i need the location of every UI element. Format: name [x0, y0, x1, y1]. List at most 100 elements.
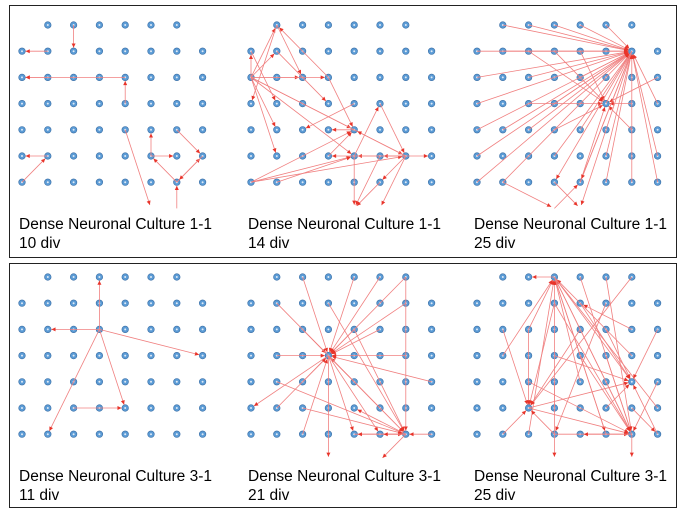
connection-edge	[605, 276, 632, 431]
connection-edge	[329, 276, 355, 353]
electrode-node-center	[150, 407, 152, 409]
electrode-node-center	[327, 24, 330, 26]
culture-label: Dense Neuronal Culture 3-1	[474, 468, 667, 485]
electrode-node-center	[150, 128, 152, 131]
network-graph	[247, 21, 436, 207]
electrode-node-center	[250, 102, 252, 105]
electrode-node-center	[201, 102, 204, 105]
connection-edge	[556, 279, 633, 356]
electrode-node-center	[327, 328, 330, 331]
electrode-node-center	[21, 328, 23, 331]
arrow-head	[49, 426, 54, 431]
network-panel-culture-1-1-14-div: Dense Neuronal Culture 1-1 14 div	[239, 6, 461, 257]
connection-edge	[633, 54, 658, 104]
connection-edge	[633, 329, 658, 379]
connection-edge	[528, 280, 554, 330]
arrow-head	[326, 452, 331, 457]
arrow-head	[383, 432, 388, 437]
div-label: 14 div	[248, 235, 290, 252]
connection-edge	[605, 384, 630, 409]
electrode-node-center	[630, 302, 633, 305]
arrow-head	[346, 156, 351, 161]
electrode-node-center	[476, 433, 478, 436]
electrode-node-center	[250, 302, 252, 305]
electrode-node-center	[21, 102, 23, 105]
connection-edge	[250, 131, 352, 183]
electrode-node-center	[98, 102, 101, 105]
connection-edge	[555, 50, 633, 180]
electrode-node-center	[404, 76, 407, 79]
electrode-node-center	[98, 276, 101, 278]
arrow-head	[355, 200, 360, 206]
arrow-head	[623, 377, 629, 382]
upper-panel-row: Dense Neuronal Culture 1-1 10 div Dense …	[9, 5, 677, 258]
electrode-node-center	[275, 155, 278, 157]
connection-edge	[357, 409, 406, 435]
arrow-head	[324, 347, 328, 353]
arrow-head	[148, 133, 154, 138]
electrode-node-center	[501, 155, 504, 157]
arrow-head	[40, 158, 46, 163]
connection-edge	[328, 355, 354, 431]
electrode-node-center	[275, 328, 278, 331]
connection-edge	[381, 155, 407, 206]
electrode-node-center	[21, 380, 23, 383]
electrode-node-center	[327, 181, 330, 184]
arrow-head	[409, 432, 414, 437]
electrode-node-center	[46, 276, 49, 278]
arrow-head	[573, 201, 578, 206]
electrode-node-center	[72, 302, 75, 305]
electrode-node-center	[430, 328, 433, 331]
electrode-node-center	[201, 407, 204, 409]
connection-edge	[302, 407, 403, 434]
arrow-head	[531, 410, 536, 415]
electrode-node-center	[150, 276, 152, 278]
arrow-head	[348, 121, 353, 127]
electrode-node-center	[630, 24, 633, 26]
arrow-head	[117, 405, 122, 411]
arrow-head	[51, 327, 56, 332]
connection-edge	[633, 384, 658, 435]
electrode-node-center	[404, 24, 407, 26]
panel-caption: Dense Neuronal Culture 3-1 11 div	[19, 467, 212, 505]
connection-edge	[580, 52, 629, 78]
electrode-node-center	[124, 24, 127, 26]
div-label: 21 div	[248, 487, 290, 504]
electrode-node-center	[175, 76, 178, 79]
connection-edge	[554, 280, 581, 382]
electrode-node-center	[175, 302, 178, 305]
connection-edge	[633, 381, 658, 432]
electrode-node-center	[275, 433, 278, 436]
connection-edge	[554, 50, 604, 102]
arrow-head	[25, 153, 30, 159]
electrode-node-center	[476, 328, 478, 331]
arrow-head	[248, 54, 254, 59]
connection-edge	[605, 54, 632, 157]
electrode-node-center	[150, 354, 152, 357]
arrow-head	[251, 95, 256, 101]
panel-caption: Dense Neuronal Culture 1-1 10 div	[19, 215, 212, 253]
panel-caption: Dense Neuronal Culture 1-1 14 div	[248, 215, 441, 253]
arrow-head	[400, 148, 405, 153]
connection-edge	[554, 104, 603, 131]
electrode-node-center	[250, 380, 252, 383]
electrode-node-center	[301, 302, 304, 305]
arrow-head	[271, 95, 276, 101]
electrode-node-center	[501, 407, 504, 409]
connection-edge	[176, 129, 201, 154]
electrode-node-center	[72, 102, 75, 105]
arrow-head	[551, 280, 556, 285]
connection-edge	[250, 156, 403, 183]
electrode-node-center	[656, 302, 659, 305]
network-graph	[473, 21, 662, 209]
connection-edge	[331, 356, 432, 383]
arrow-head	[321, 358, 326, 363]
connection-edge	[305, 103, 355, 129]
electrode-node-center	[98, 354, 101, 357]
electrode-node-center	[46, 354, 49, 357]
arrow-head	[332, 127, 337, 132]
electrode-node-center	[175, 50, 178, 53]
electrode-node-center	[72, 155, 75, 157]
electrode-node-center	[46, 181, 49, 184]
arrow-head	[398, 427, 404, 432]
